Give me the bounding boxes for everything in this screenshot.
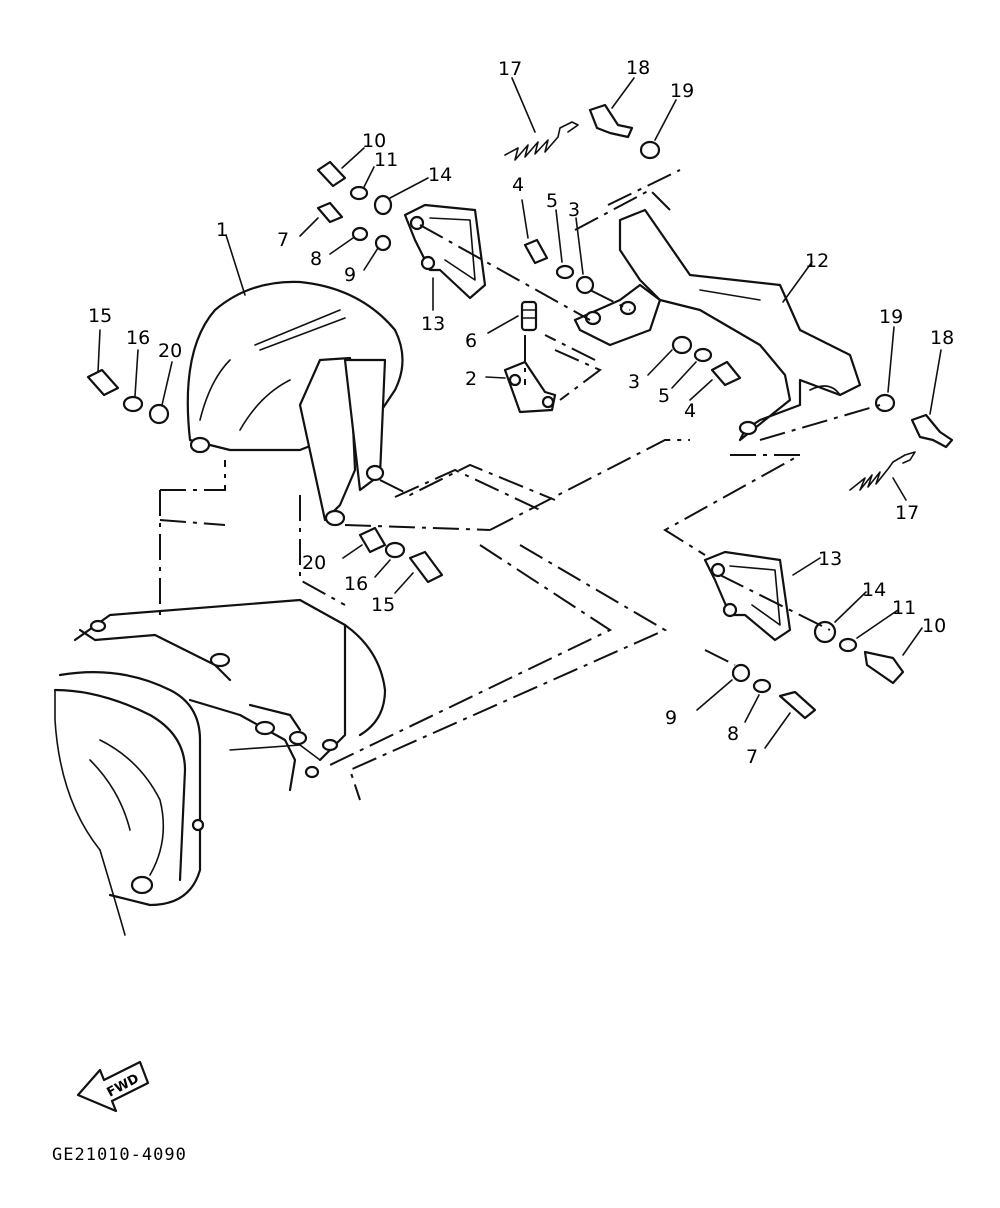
label-2: 2: [465, 368, 477, 390]
label-15-lower: 15: [371, 594, 395, 616]
label-11-upper: 11: [374, 149, 398, 171]
cover-part-1: [186, 280, 404, 527]
label-16-left: 16: [126, 327, 150, 349]
label-8-lower: 8: [727, 723, 739, 745]
label-20-left: 20: [158, 340, 182, 362]
label-11-lower: 11: [892, 597, 916, 619]
bracket-part-2: [503, 360, 557, 414]
label-20-lower: 20: [302, 552, 326, 574]
engine-housing: [53, 598, 387, 936]
label-1: 1: [216, 219, 228, 241]
label-13-lower: 13: [818, 548, 842, 570]
label-14-lower: 14: [862, 579, 886, 601]
diagram-code: GE21010-4090: [52, 1145, 187, 1165]
label-9-upper: 9: [344, 264, 356, 286]
label-7-lower: 7: [746, 746, 758, 768]
label-3-right: 3: [628, 371, 640, 393]
alignment-lines: [159, 169, 881, 801]
fwd-direction-arrow: FWD: [76, 1060, 150, 1113]
spring-part-17-lower: [849, 451, 916, 491]
label-9-lower: 9: [665, 707, 677, 729]
fasteners: [86, 103, 954, 720]
label-6: 6: [465, 330, 477, 352]
label-19-right: 19: [879, 306, 903, 328]
plate-part-13-lower: [703, 550, 792, 642]
spring-part-17-upper: [504, 121, 579, 161]
label-17-right: 17: [895, 502, 919, 524]
label-8-upper: 8: [310, 248, 322, 270]
leader-lines: [97, 77, 942, 749]
label-4-right: 4: [684, 400, 696, 422]
label-18-right: 18: [930, 327, 954, 349]
label-19-upper: 19: [670, 80, 694, 102]
grease-nipple-part-6: [520, 300, 538, 332]
label-17-upper: 17: [498, 58, 522, 80]
label-12: 12: [805, 250, 829, 272]
label-15-left: 15: [88, 305, 112, 327]
bracket-part-12: [573, 208, 862, 442]
label-5-right: 5: [658, 385, 670, 407]
plate-part-13-upper: [403, 203, 487, 300]
label-10-upper: 10: [362, 130, 386, 152]
label-4-upper: 4: [512, 174, 524, 196]
label-10-lower: 10: [922, 615, 946, 637]
label-13-upper: 13: [421, 313, 445, 335]
label-14-upper: 14: [428, 164, 452, 186]
part-labels: 1 10 11 14 7 8 9 13 15 16 20 6 2 17 18 1…: [88, 57, 954, 768]
label-16-lower: 16: [344, 573, 368, 595]
label-3-upper: 3: [568, 199, 580, 221]
label-5-upper: 5: [546, 190, 558, 212]
label-7-upper: 7: [277, 229, 289, 251]
label-18-upper: 18: [626, 57, 650, 79]
